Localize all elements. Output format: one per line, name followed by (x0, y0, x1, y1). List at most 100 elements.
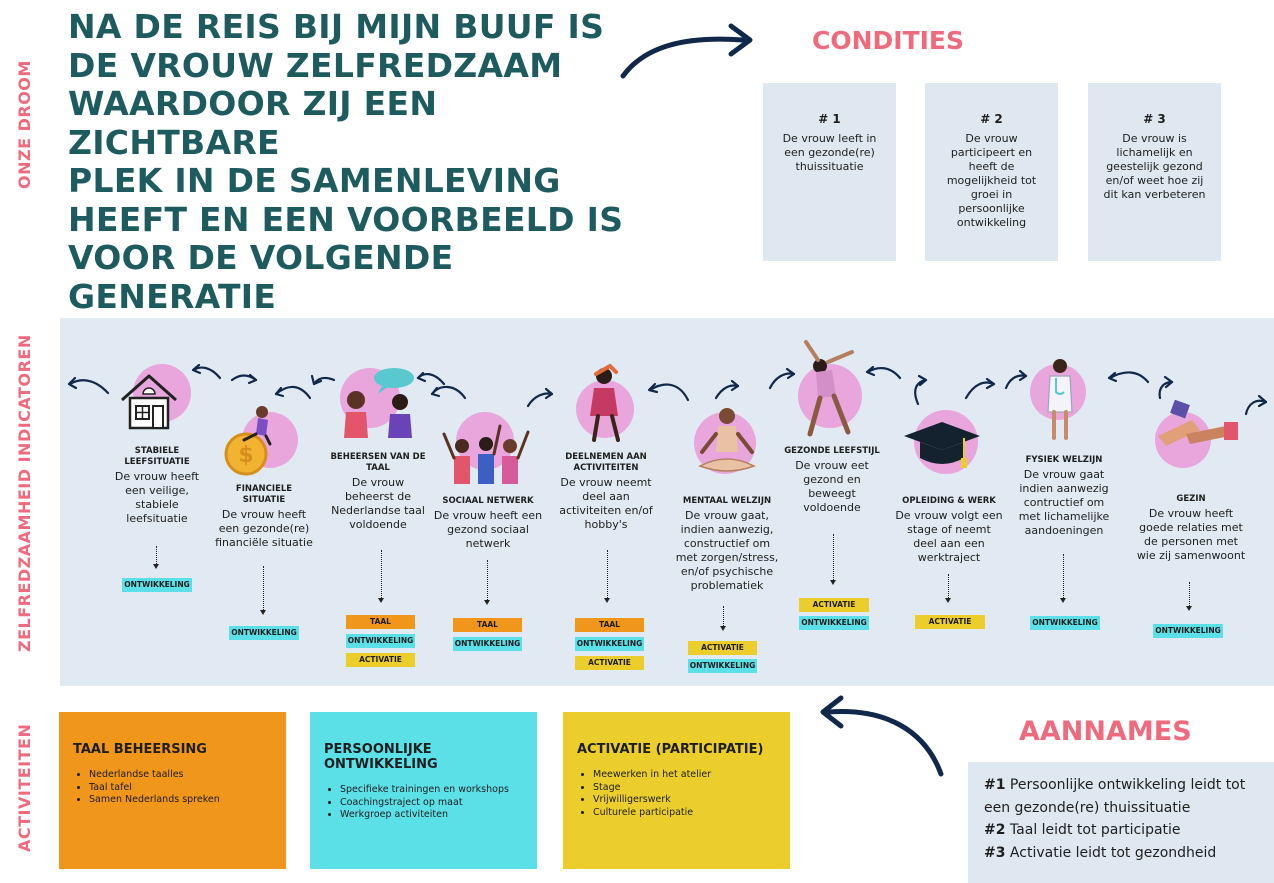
tag-ontwikkeling: ONTWIKKELING (688, 659, 757, 673)
activity-item: Werkgroep activiteiten (340, 809, 523, 822)
activity-list: Meewerken in het atelier Stage Vrijwilli… (577, 769, 776, 819)
activity-item: Nederlandse taalles (89, 769, 272, 782)
activity-item: Taal tafel (89, 782, 272, 795)
activity-title: TAAL BEHEERSING (73, 742, 207, 757)
activity-icon (590, 364, 620, 442)
svg-text:$: $ (238, 443, 253, 468)
tag-ontwikkeling: ONTWIKKELING (1030, 616, 1100, 630)
indicator-title: BEHEERSEN VAN DE TAAL (330, 452, 426, 473)
assumption-text: Taal leidt tot participatie (1005, 822, 1181, 838)
curved-arrow-icon (820, 695, 944, 777)
arrow-down-icon (945, 598, 951, 603)
indicator-desc: De vrouw volgt een stage of neemt deel a… (895, 509, 1003, 564)
arrow-down-icon (260, 610, 266, 615)
coins-icon: $ (224, 406, 272, 476)
indicator: SOCIAAL NETWERK De vrouw heeft een gezon… (432, 496, 544, 551)
tag-ontwikkeling: ONTWIKKELING (346, 634, 415, 648)
tag-taal: TAAL (575, 618, 644, 632)
activity-item: Vrijwilligerswerk (593, 794, 776, 807)
indicator: FYSIEK WELZIJN De vrouw gaat indien aanw… (1012, 455, 1116, 538)
indicator-desc: De vrouw neemt deel aan activiteiten en/… (559, 476, 653, 531)
condition-card: # 1 De vrouw leeft in een gezonde(re) th… (763, 83, 896, 261)
tag-activatie: ACTIVATIE (346, 653, 415, 667)
indicator-title: FINANCIELE SITUATIE (235, 484, 293, 505)
activity-title: ACTIVATIE (PARTICIPATIE) (577, 742, 764, 757)
indicator-desc: De vrouw heeft goede relaties met de per… (1136, 507, 1246, 562)
activity-item: Culturele participatie (593, 807, 776, 820)
activity-item: Stage (593, 782, 776, 795)
indicator-desc: De vrouw heeft een gezonde(re) financiël… (215, 508, 313, 549)
speech-icon (344, 368, 414, 438)
activity-card-activatie: ACTIVATIE (PARTICIPATIE) Meewerken in he… (563, 712, 790, 869)
indicator-desc: De vrouw heeft een gezond sociaal netwer… (433, 509, 543, 550)
dotted-connector (487, 560, 488, 600)
arrow-down-icon (604, 598, 610, 603)
indicator-desc: De vrouw beheerst de Nederlandse taal vo… (331, 476, 425, 531)
indicator: MENTAAL WELZIJN De vrouw gaat, indien aa… (672, 496, 782, 593)
dotted-connector (948, 574, 949, 598)
dotted-connector (1063, 554, 1064, 598)
indicator-title: GEZONDE LEEFSTIJL (784, 446, 880, 456)
assumptions-title: AANNAMES (1019, 716, 1192, 747)
indicator: DEELNEMEN AAN ACTIVITEITEN De vrouw neem… (556, 452, 656, 532)
tag-taal: TAAL (453, 618, 522, 632)
side-label-indicators: ZELFREDZAAMHEID INDICATOREN (15, 334, 34, 652)
activity-item: Coachingstraject op maat (340, 797, 523, 810)
tag-ontwikkeling: ONTWIKKELING (1153, 624, 1223, 638)
dotted-connector (381, 550, 382, 598)
tag-activatie: ACTIVATIE (915, 615, 985, 629)
activity-item: Specifieke trainingen en workshops (340, 784, 523, 797)
dream-line: WAARDOOR ZIJ EEN ZICHTBARE (68, 84, 438, 162)
activity-list: Nederlandse taalles Taal tafel Samen Ned… (73, 769, 272, 807)
assumption-item: #3 Activatie leidt tot gezondheid (984, 842, 1274, 865)
tag-activatie: ACTIVATIE (688, 641, 757, 655)
house-icon (121, 374, 177, 430)
condition-text: De vrouw is lichamelijk en geestelijk ge… (1103, 132, 1206, 201)
tag-ontwikkeling: ONTWIKKELING (799, 616, 869, 630)
curved-arrow-icon (620, 23, 753, 79)
arrow-down-icon (1186, 606, 1192, 611)
indicator-title: STABIELE LEEFSITUATIE (124, 446, 190, 467)
dream-line: DE VROUW ZELFREDZAAM (68, 45, 563, 85)
indicator-desc: De vrouw gaat, indien aanwezig, construc… (675, 509, 779, 592)
dream-line: HEEFT EN EEN VOORBEELD IS (68, 199, 624, 239)
assumption-text: Persoonlijke ontwikkeling leidt tot een … (984, 777, 1246, 816)
assumption-item: #2 Taal leidt tot participatie (984, 819, 1274, 842)
condition-number: # 1 (818, 112, 841, 126)
dream-statement: NA DE REIS BIJ MIJN BUUF IS DE VROUW ZEL… (68, 7, 628, 316)
indicator-title: MENTAAL WELZIJN (682, 496, 772, 506)
dotted-connector (833, 534, 834, 580)
condition-card: # 3 De vrouw is lichamelijk en geestelij… (1088, 83, 1221, 261)
assumption-item: #1 Persoonlijke ontwikkeling leidt tot e… (984, 774, 1274, 819)
indicator: STABIELE LEEFSITUATIE De vrouw heeft een… (110, 446, 204, 526)
condition-card: # 2 De vrouw participeert en heeft de mo… (925, 83, 1058, 261)
side-label-dream: ONZE DROOM (15, 60, 34, 189)
assumption-number: #2 (984, 822, 1006, 838)
dream-line: NA DE REIS BIJ MIJN BUUF IS (68, 7, 605, 46)
activity-card-taal: TAAL BEHEERSING Nederlandse taalles Taal… (59, 712, 286, 869)
indicator-desc: De vrouw heeft een veilige, stabiele lee… (114, 470, 200, 525)
tag-activatie: ACTIVATIE (575, 656, 644, 670)
tag-ontwikkeling: ONTWIKKELING (229, 626, 299, 640)
arrow-down-icon (378, 598, 384, 603)
activity-item: Samen Nederlands spreken (89, 794, 272, 807)
dotted-connector (723, 606, 724, 626)
tag-taal: TAAL (346, 615, 415, 629)
condition-text: De vrouw participeert en heeft de mogeli… (946, 132, 1037, 229)
fitness-icon (804, 340, 854, 437)
friends-icon (442, 424, 530, 484)
dotted-connector (607, 550, 608, 598)
conditions-title: CONDITIES (812, 26, 965, 55)
dotted-connector (263, 566, 264, 610)
activity-item: Meewerken in het atelier (593, 769, 776, 782)
tag-ontwikkeling: ONTWIKKELING (575, 637, 644, 651)
arrow-down-icon (484, 600, 490, 605)
assumption-text: Activatie leidt tot gezondheid (1005, 844, 1217, 861)
indicator: GEZIN De vrouw heeft goede relaties met … (1136, 494, 1246, 563)
tag-activatie: ACTIVATIE (799, 598, 869, 612)
assumption-number: #1 (984, 777, 1006, 793)
arrow-down-icon (720, 626, 726, 631)
indicator-title: FYSIEK WELZIJN (1025, 455, 1103, 465)
indicator-title: GEZIN (1176, 494, 1206, 504)
tag-ontwikkeling: ONTWIKKELING (453, 637, 522, 651)
